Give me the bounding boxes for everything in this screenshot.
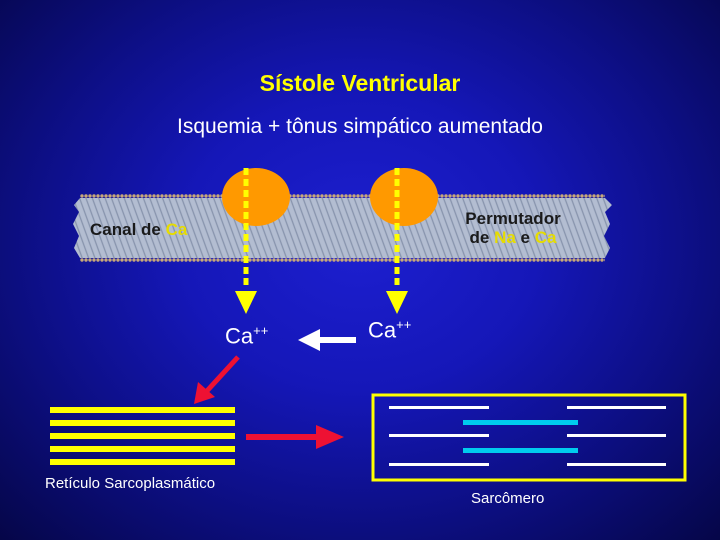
calcium-ion-left-charge: ++ (253, 323, 269, 338)
calcium-ion-left-symbol: Ca (225, 323, 254, 349)
sarcomere (371, 393, 687, 482)
membrane-bilayer (73, 198, 612, 258)
calcium-ion-right-charge: ++ (396, 317, 412, 332)
exchanger-protein (370, 168, 438, 226)
exchanger-connector: e (515, 228, 535, 247)
thick-filament (463, 448, 578, 453)
membrane-bottom-beads (80, 258, 605, 266)
exchanger-label-line2: de Na e Ca (452, 228, 574, 247)
reticulum-stripe (50, 407, 235, 413)
calcium-ion-right-symbol: Ca (368, 317, 397, 343)
calcium-ion-left: Ca++ (225, 323, 268, 349)
calcium-channel-arrowhead (235, 291, 257, 314)
exchanger-label: Permutador de Na e Ca (452, 209, 574, 247)
sarcomere-caption: Sarcômero (471, 490, 545, 507)
slide-subtitle: Isquemia + tônus simpático aumentado (177, 115, 543, 138)
thin-filament (389, 406, 489, 409)
red-diagonal-arrow (194, 355, 240, 404)
thin-filament (389, 434, 489, 437)
calcium-channel-protein (222, 168, 290, 226)
thin-filament (389, 463, 489, 466)
thin-filament (567, 434, 666, 437)
exchanger-label-line1: Permutador (465, 209, 561, 228)
white-left-arrow (298, 329, 356, 351)
slide-title: Sístole Ventricular (259, 70, 461, 96)
reticulum-stripe (50, 420, 235, 426)
calcium-channel-prefix: Canal de (90, 220, 166, 239)
sarcoplasmic-reticulum (50, 407, 235, 465)
exchanger-prefix: de (469, 228, 495, 247)
calcium-ion-right: Ca++ (368, 317, 411, 343)
calcium-channel-label: Canal de Ca (90, 220, 187, 239)
red-horizontal-arrow (246, 425, 344, 449)
reticulum-stripe (50, 433, 235, 439)
sarcomere-frame (371, 393, 687, 482)
thin-filament (567, 406, 666, 409)
membrane-top-beads (80, 190, 605, 198)
reticulum-stripe (50, 459, 235, 465)
thin-filament (567, 463, 666, 466)
exchanger-arrowhead (386, 291, 408, 314)
cell-membrane (73, 190, 612, 266)
thick-filament (463, 420, 578, 425)
calcium-channel-ion: Ca (165, 220, 188, 239)
reticulum-stripe (50, 446, 235, 452)
exchanger-ion-na: Na (494, 228, 516, 247)
reticulum-caption: Retículo Sarcoplasmático (45, 475, 216, 492)
exchanger-ion-ca: Ca (534, 228, 557, 247)
